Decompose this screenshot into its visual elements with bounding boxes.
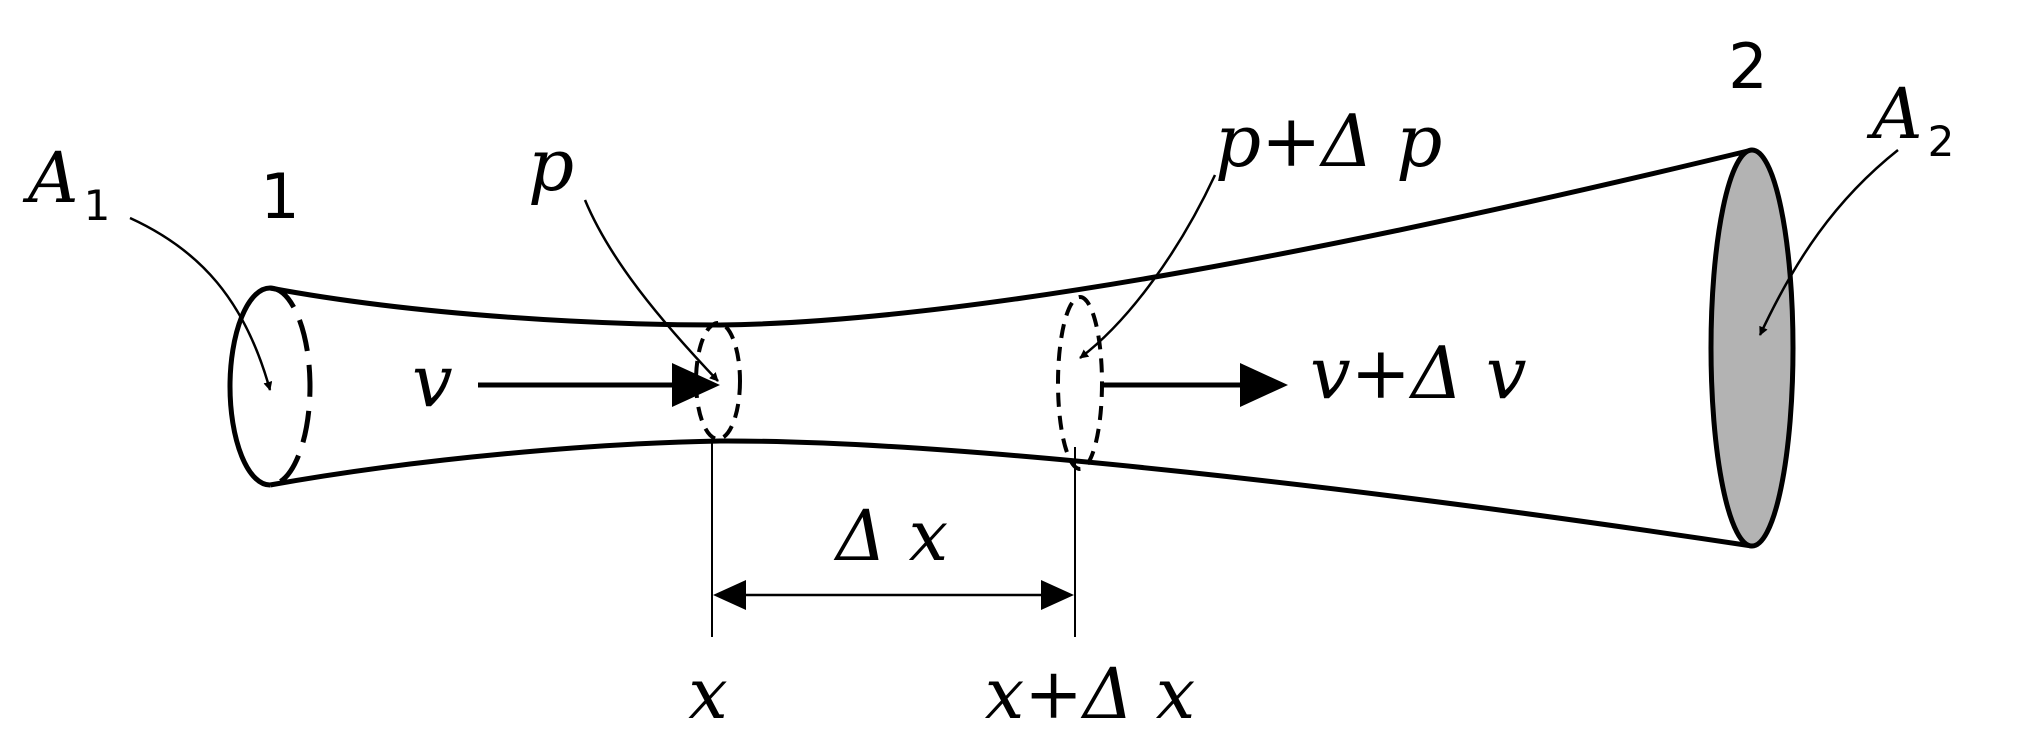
section-1-label: 1 [260,160,299,233]
velocity-arrow-v-plus-dv [1102,363,1288,407]
velocity-v-plus-dv-label: v+Δ v [1310,331,1527,415]
area-a2-letter: A [1866,73,1923,155]
tube-top-outline [269,147,1753,328]
area-a1-subscript: 1 [84,181,111,230]
section-at-x-plus-dx-dashed [1056,295,1104,471]
velocity-arrow-v [478,363,720,407]
dx-label: Δ x [833,495,948,577]
x-label: x [688,653,727,735]
area-a1-label: A 1 [22,137,110,230]
area-a2-subscript: 2 [1928,117,1955,166]
tube-bottom-outline [269,438,1753,549]
x-plus-dx-label: x+Δ x [985,653,1195,735]
area-a1-letter: A [22,137,79,219]
dx-arrowhead-left [713,580,746,610]
outlet-cross-section [1708,147,1796,549]
a1-leader-curve [129,216,273,391]
velocity-v-label: v [412,339,453,423]
a2-leader-curve [1758,149,1899,336]
tube [269,147,1753,549]
section-2-label: 2 [1728,30,1767,103]
pressure-p-plus-dp-label: p+Δ p [1215,99,1442,183]
section-at-x-dashed [694,321,742,441]
p-plus-dp-leader-curve [1079,174,1217,359]
dx-arrowhead-right [1041,580,1074,610]
inlet-ellipse-back-dashed [269,285,313,488]
inlet-cross-section [227,285,313,488]
inlet-ellipse-front [227,285,271,488]
dx-dimension [711,441,1076,637]
p-leader-curve [583,199,719,382]
pressure-p-label: p [528,123,574,207]
area-a2-label: A 2 [1866,73,1954,166]
